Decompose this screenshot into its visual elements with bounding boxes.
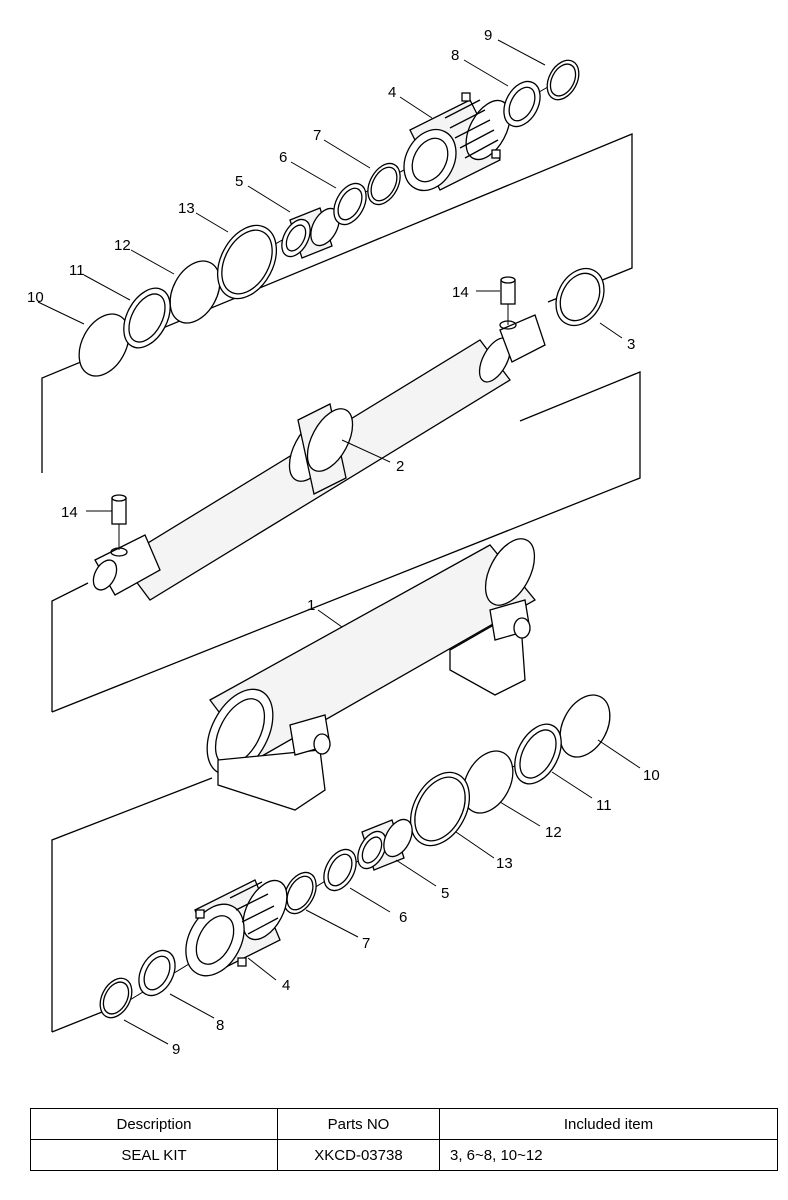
label-7-bottom: 7 <box>362 935 370 952</box>
part-4-gland-lower <box>185 879 288 977</box>
header-included-item: Included item <box>439 1108 778 1140</box>
part-10-backup-ring <box>78 313 130 377</box>
table-header-row: Description Parts NO Included item <box>30 1108 778 1140</box>
part-5-bushing <box>281 207 340 259</box>
part-9-snap-ring-lower <box>99 977 133 1019</box>
label-9-top: 9 <box>484 27 492 44</box>
label-9-bottom: 9 <box>172 1041 180 1058</box>
part-10-backup-ring-lower <box>559 694 611 758</box>
label-14-upper: 14 <box>452 284 469 301</box>
label-13-top: 13 <box>178 200 195 217</box>
part-11-o-ring-lower <box>514 723 562 785</box>
label-12-top: 12 <box>114 237 131 254</box>
header-parts-no: Parts NO <box>277 1108 440 1140</box>
label-10-top: 10 <box>27 289 44 306</box>
label-5-bottom: 5 <box>441 885 449 902</box>
group-outline-middle <box>51 371 641 713</box>
part-7-o-ring-lower <box>283 871 317 915</box>
part-7-o-ring <box>367 162 401 206</box>
label-4-bottom: 4 <box>282 977 290 994</box>
exploded-cylinder-diagram: 9 8 4 7 6 5 13 12 11 10 14 3 2 14 1 10 1… <box>27 27 660 1058</box>
part-2-piston-rod <box>92 314 546 601</box>
part-12-backup-ring <box>169 260 221 324</box>
label-8-top: 8 <box>451 47 459 64</box>
label-6-bottom: 6 <box>399 909 407 926</box>
part-8-dust-wiper-lower <box>138 949 176 997</box>
part-4-gland <box>403 92 511 192</box>
part-8-dust-wiper <box>503 80 541 128</box>
part-14-grease-nipple-upper <box>499 276 517 330</box>
label-10-bottom: 10 <box>643 767 660 784</box>
label-14-lower: 14 <box>61 504 78 521</box>
part-6-seal <box>333 182 367 226</box>
part-12-backup-ring-lower <box>462 750 514 814</box>
cell-description: SEAL KIT <box>30 1139 278 1171</box>
part-1-cylinder-tube <box>206 538 536 811</box>
header-description: Description <box>30 1108 278 1140</box>
part-3-o-ring <box>555 267 605 327</box>
label-4-top: 4 <box>388 84 396 101</box>
part-13-piston-ring <box>216 224 278 300</box>
part-5-bushing-lower <box>357 818 413 871</box>
label-8-bottom: 8 <box>216 1017 224 1034</box>
part-13-piston-ring-lower <box>409 771 471 847</box>
label-5-top: 5 <box>235 173 243 190</box>
table-row: SEAL KIT XKCD-03738 3, 6~8, 10~12 <box>30 1139 778 1171</box>
part-6-seal-lower <box>323 848 357 892</box>
label-2: 2 <box>396 458 404 475</box>
seal-kit-table: Description Parts NO Included item SEAL … <box>30 1108 778 1171</box>
cell-parts-no: XKCD-03738 <box>277 1139 440 1171</box>
label-12-bottom: 12 <box>545 824 562 841</box>
part-9-snap-ring <box>546 59 580 101</box>
label-6-top: 6 <box>279 149 287 166</box>
label-1: 1 <box>307 597 315 614</box>
leader-lines <box>37 39 641 1045</box>
label-7-top: 7 <box>313 127 321 144</box>
label-13-bottom: 13 <box>496 855 513 872</box>
label-11-top: 11 <box>69 262 85 279</box>
label-3: 3 <box>627 336 635 353</box>
label-11-bottom: 11 <box>596 797 612 814</box>
cell-included-item: 3, 6~8, 10~12 <box>439 1139 778 1171</box>
part-11-o-ring <box>123 287 171 349</box>
group-outline-upper <box>41 133 633 473</box>
group-outline-lower <box>51 777 213 1033</box>
